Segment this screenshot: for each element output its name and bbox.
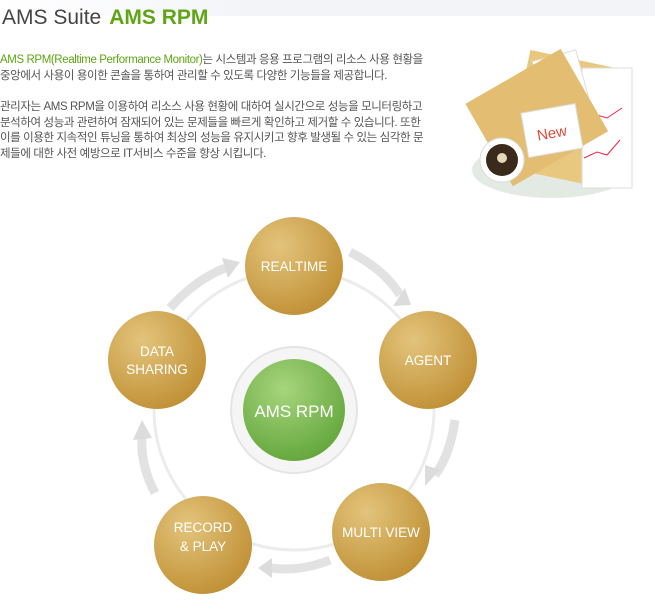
node-agent: AGENT <box>379 311 477 409</box>
node-data-sharing: DATA SHARING <box>108 311 206 409</box>
product-label: AMS RPM <box>109 6 209 29</box>
node-label: SHARING <box>126 362 188 377</box>
feature-cycle-diagram: AMS RPM REALTIME AGENT MULTI VIEW RECORD… <box>108 217 477 594</box>
description-paragraph-1: AMS RPM(Realtime Performance Monitor)는 시… <box>0 53 430 84</box>
node-record-play: RECORD & PLAY <box>154 496 252 594</box>
center-label: AMS RPM <box>254 402 333 421</box>
arrow-multiview-record <box>269 555 332 574</box>
suite-label: AMS Suite <box>2 6 102 29</box>
node-label: RECORD <box>174 520 233 535</box>
folder-coffee-illustration: New <box>465 48 633 198</box>
new-note-label: New <box>536 123 569 145</box>
description: AMS RPM(Realtime Performance Monitor)는 시… <box>0 53 430 178</box>
arrow-realtime-agent <box>347 247 404 298</box>
node-realtime: REALTIME <box>245 217 343 315</box>
node-label: DATA <box>140 344 174 359</box>
arrow-agent-multiview <box>431 419 460 478</box>
cycle-arrows <box>137 247 460 574</box>
header-band <box>0 0 655 16</box>
description-text-1: 는 시스템과 응용 프로그램의 리소스 사용 현황을 중앙에서 사용이 용이한 … <box>0 54 423 82</box>
node-label: & PLAY <box>180 539 226 554</box>
node-label: REALTIME <box>261 259 328 274</box>
page-title: AMS Suite AMS RPM <box>2 6 208 30</box>
arrow-record-data <box>137 434 160 496</box>
node-label: AGENT <box>405 353 452 368</box>
node-label: MULTI VIEW <box>342 525 420 540</box>
node-multi-view: MULTI VIEW <box>332 483 430 581</box>
description-paragraph-2: 관리자는 AMS RPM을 이용하여 리소스 사용 현황에 대하여 실시간으로 … <box>0 101 424 160</box>
arrow-data-realtime <box>166 263 227 312</box>
center-node: AMS RPM <box>243 359 345 461</box>
product-fullname: AMS RPM(Realtime Performance Monitor) <box>0 54 203 66</box>
